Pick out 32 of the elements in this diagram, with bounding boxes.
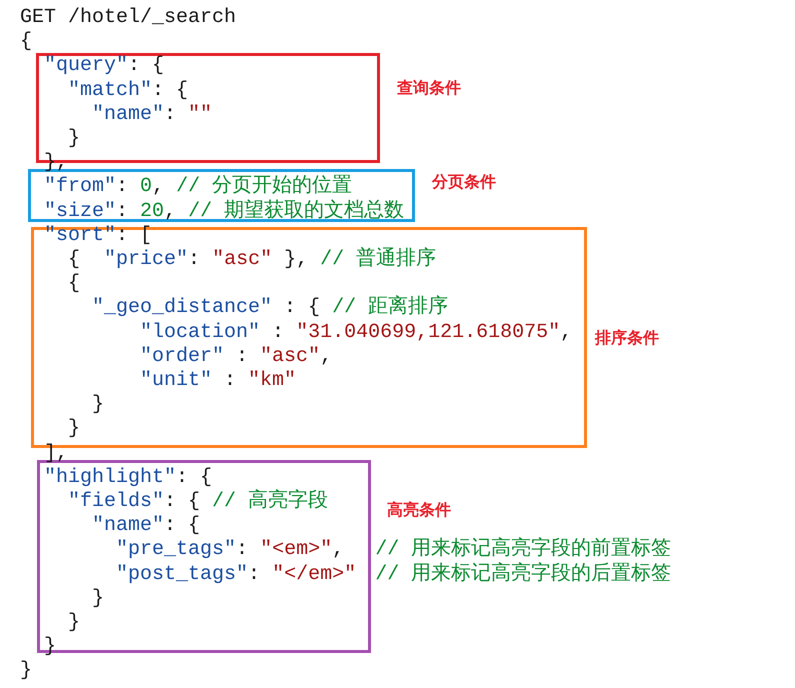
code-line: "name": { (92, 514, 200, 538)
code-line: "order" : "asc", (140, 344, 332, 369)
code-line: GET /hotel/_search (20, 6, 236, 30)
code-line: // 用来标记高亮字段的后置标签 (375, 562, 672, 587)
annotation-label: 排序条件 (595, 328, 659, 349)
code-line: } (92, 393, 104, 418)
annotation-label: 分页条件 (432, 172, 496, 193)
code-line: "name": "" (92, 102, 212, 127)
code-line: "from": 0, // 分页开始的位置 (44, 175, 352, 199)
code-line: { (20, 30, 32, 54)
code-line: } (68, 611, 80, 635)
code-line: } (68, 417, 80, 442)
code-line: "post_tags": "</em>" (116, 562, 356, 587)
annotation-label: 查询条件 (397, 78, 461, 99)
code-line: { "price": "asc" }, // 普通排序 (68, 248, 436, 272)
code-line: "_geo_distance" : { // 距离排序 (92, 296, 448, 320)
code-line: "unit" : "km" (140, 369, 296, 393)
code-line: "highlight": { (44, 466, 212, 490)
annotation-label: 高亮条件 (387, 500, 451, 521)
code-line: "location" : "31.040699,121.618075", (140, 320, 572, 345)
code-line: "query": { (44, 54, 164, 78)
code-line: } (20, 659, 32, 684)
code-line: ], (44, 442, 68, 466)
code-line: "size": 20, // 期望获取的文档总数 (44, 200, 404, 224)
code-line: // 用来标记高亮字段的前置标签 (375, 538, 672, 562)
code-line: { (68, 272, 80, 296)
code-line: "sort": [ (44, 224, 152, 248)
code-line: "match": { (68, 78, 188, 103)
code-line: "pre_tags": "<em>", (116, 538, 344, 562)
code-line: "fields": { // 高亮字段 (68, 490, 328, 514)
code-line: } (92, 586, 104, 611)
code-line: } (68, 127, 80, 151)
